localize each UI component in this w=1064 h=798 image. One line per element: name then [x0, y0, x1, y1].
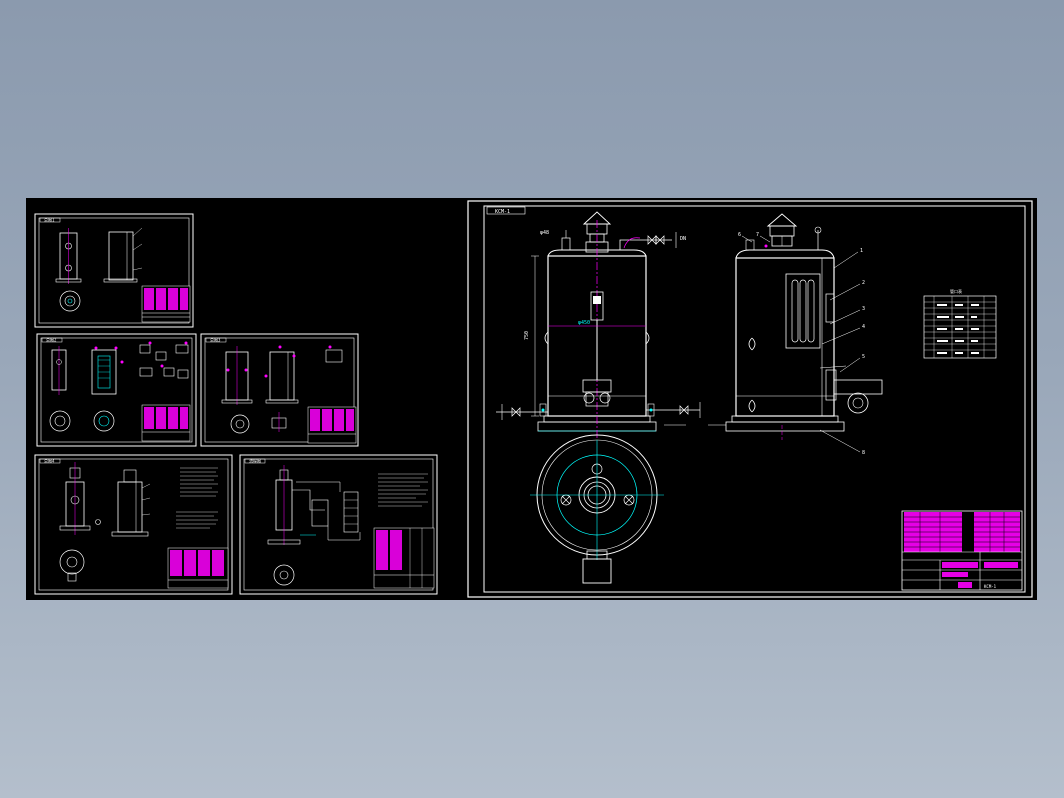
svg-text:管口表: 管口表	[950, 288, 962, 294]
side-elevation: 1 2 3 4 5 8 6 7	[708, 213, 883, 456]
sheet-title: 总图4	[44, 458, 55, 464]
small-sheet-2[interactable]: 总图2	[36, 333, 197, 447]
drawing-sheet	[26, 198, 1037, 600]
small-sheet-1[interactable]: 总图1	[34, 213, 194, 328]
sheet-title: 总图1	[44, 217, 55, 223]
svg-text:750: 750	[524, 331, 530, 340]
svg-text:2: 2	[862, 280, 865, 286]
svg-text:6: 6	[738, 232, 741, 238]
nozzle-table: 管口表	[923, 288, 997, 359]
svg-text:4: 4	[862, 324, 865, 330]
drawing-tag: KCM-1	[495, 209, 510, 215]
svg-text:φ48: φ48	[540, 230, 549, 236]
sheet-title: 总图3	[210, 337, 221, 343]
title-block: KCM-1	[901, 510, 1023, 591]
main-drawing[interactable]: KCM-1 φ48	[467, 200, 1033, 598]
svg-text:φ450: φ450	[578, 320, 590, 326]
small-sheet-3[interactable]: 总图3	[200, 333, 359, 447]
svg-text:7: 7	[756, 232, 759, 238]
small-sheet-5[interactable]: 流程图	[239, 454, 438, 595]
svg-text:DN: DN	[680, 236, 686, 242]
small-sheet-4[interactable]: 总图4	[34, 454, 233, 595]
plan-view	[530, 434, 664, 584]
front-elevation: φ48 φ450	[496, 211, 701, 440]
sheet-title: 流程图	[249, 458, 261, 464]
svg-text:3: 3	[862, 306, 865, 312]
drawing-number: KCM-1	[984, 584, 997, 589]
svg-text:1: 1	[860, 248, 863, 254]
sheet-title: 总图2	[46, 337, 57, 343]
svg-text:5: 5	[862, 354, 865, 360]
svg-text:8: 8	[862, 450, 865, 456]
